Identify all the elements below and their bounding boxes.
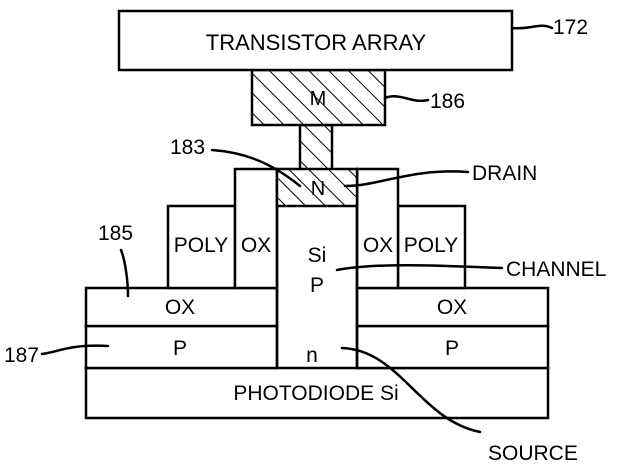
ox-bottom-right-label: OX xyxy=(437,296,467,319)
leader-187 xyxy=(40,344,110,356)
poly-gate-right xyxy=(396,204,467,290)
p-left-label: P xyxy=(173,337,187,360)
ox-right-label: OX xyxy=(363,234,393,257)
photodiode-label: PHOTODIODE Si xyxy=(233,382,398,405)
poly-left-label: POLY xyxy=(174,234,228,257)
n-plus-drain xyxy=(275,167,359,208)
leader-172 xyxy=(510,24,554,30)
metal-contact xyxy=(250,68,387,127)
leader-183 xyxy=(210,148,302,188)
n-plus-label: N xyxy=(311,178,325,200)
gate-oxide-right xyxy=(355,167,400,290)
transistor-array-label: TRANSISTOR ARRAY xyxy=(206,30,427,55)
gate-oxide-left xyxy=(233,167,279,290)
channel-p-label: P xyxy=(310,274,324,297)
ref-172: 172 xyxy=(553,16,588,39)
p-layer-right xyxy=(355,324,550,370)
n-region-label: n xyxy=(306,344,318,367)
p-layer-left xyxy=(84,324,279,370)
poly-gate-left xyxy=(166,204,237,290)
leader-186 xyxy=(383,95,430,103)
drain-label: DRAIN xyxy=(472,162,537,185)
channel-label: CHANNEL xyxy=(506,258,606,281)
source-label: SOURCE xyxy=(488,442,578,465)
ref-185: 185 xyxy=(98,222,133,245)
leader-channel xyxy=(335,263,504,272)
transistor-array-box xyxy=(117,9,514,72)
poly-right-label: POLY xyxy=(404,234,458,257)
via-column xyxy=(298,123,334,172)
metal-label: M xyxy=(310,88,327,110)
leader-source xyxy=(340,346,482,434)
ref-186: 186 xyxy=(430,90,465,113)
si-label: Si xyxy=(308,244,327,267)
leader-drain xyxy=(343,170,470,188)
ox-left-label: OX xyxy=(241,234,271,257)
ref-187: 187 xyxy=(4,344,39,367)
p-right-label: P xyxy=(445,337,459,360)
leader-185 xyxy=(119,248,130,298)
photodiode-substrate xyxy=(84,366,550,420)
ox-bottom-left-label: OX xyxy=(165,296,195,319)
ref-183: 183 xyxy=(170,136,205,159)
